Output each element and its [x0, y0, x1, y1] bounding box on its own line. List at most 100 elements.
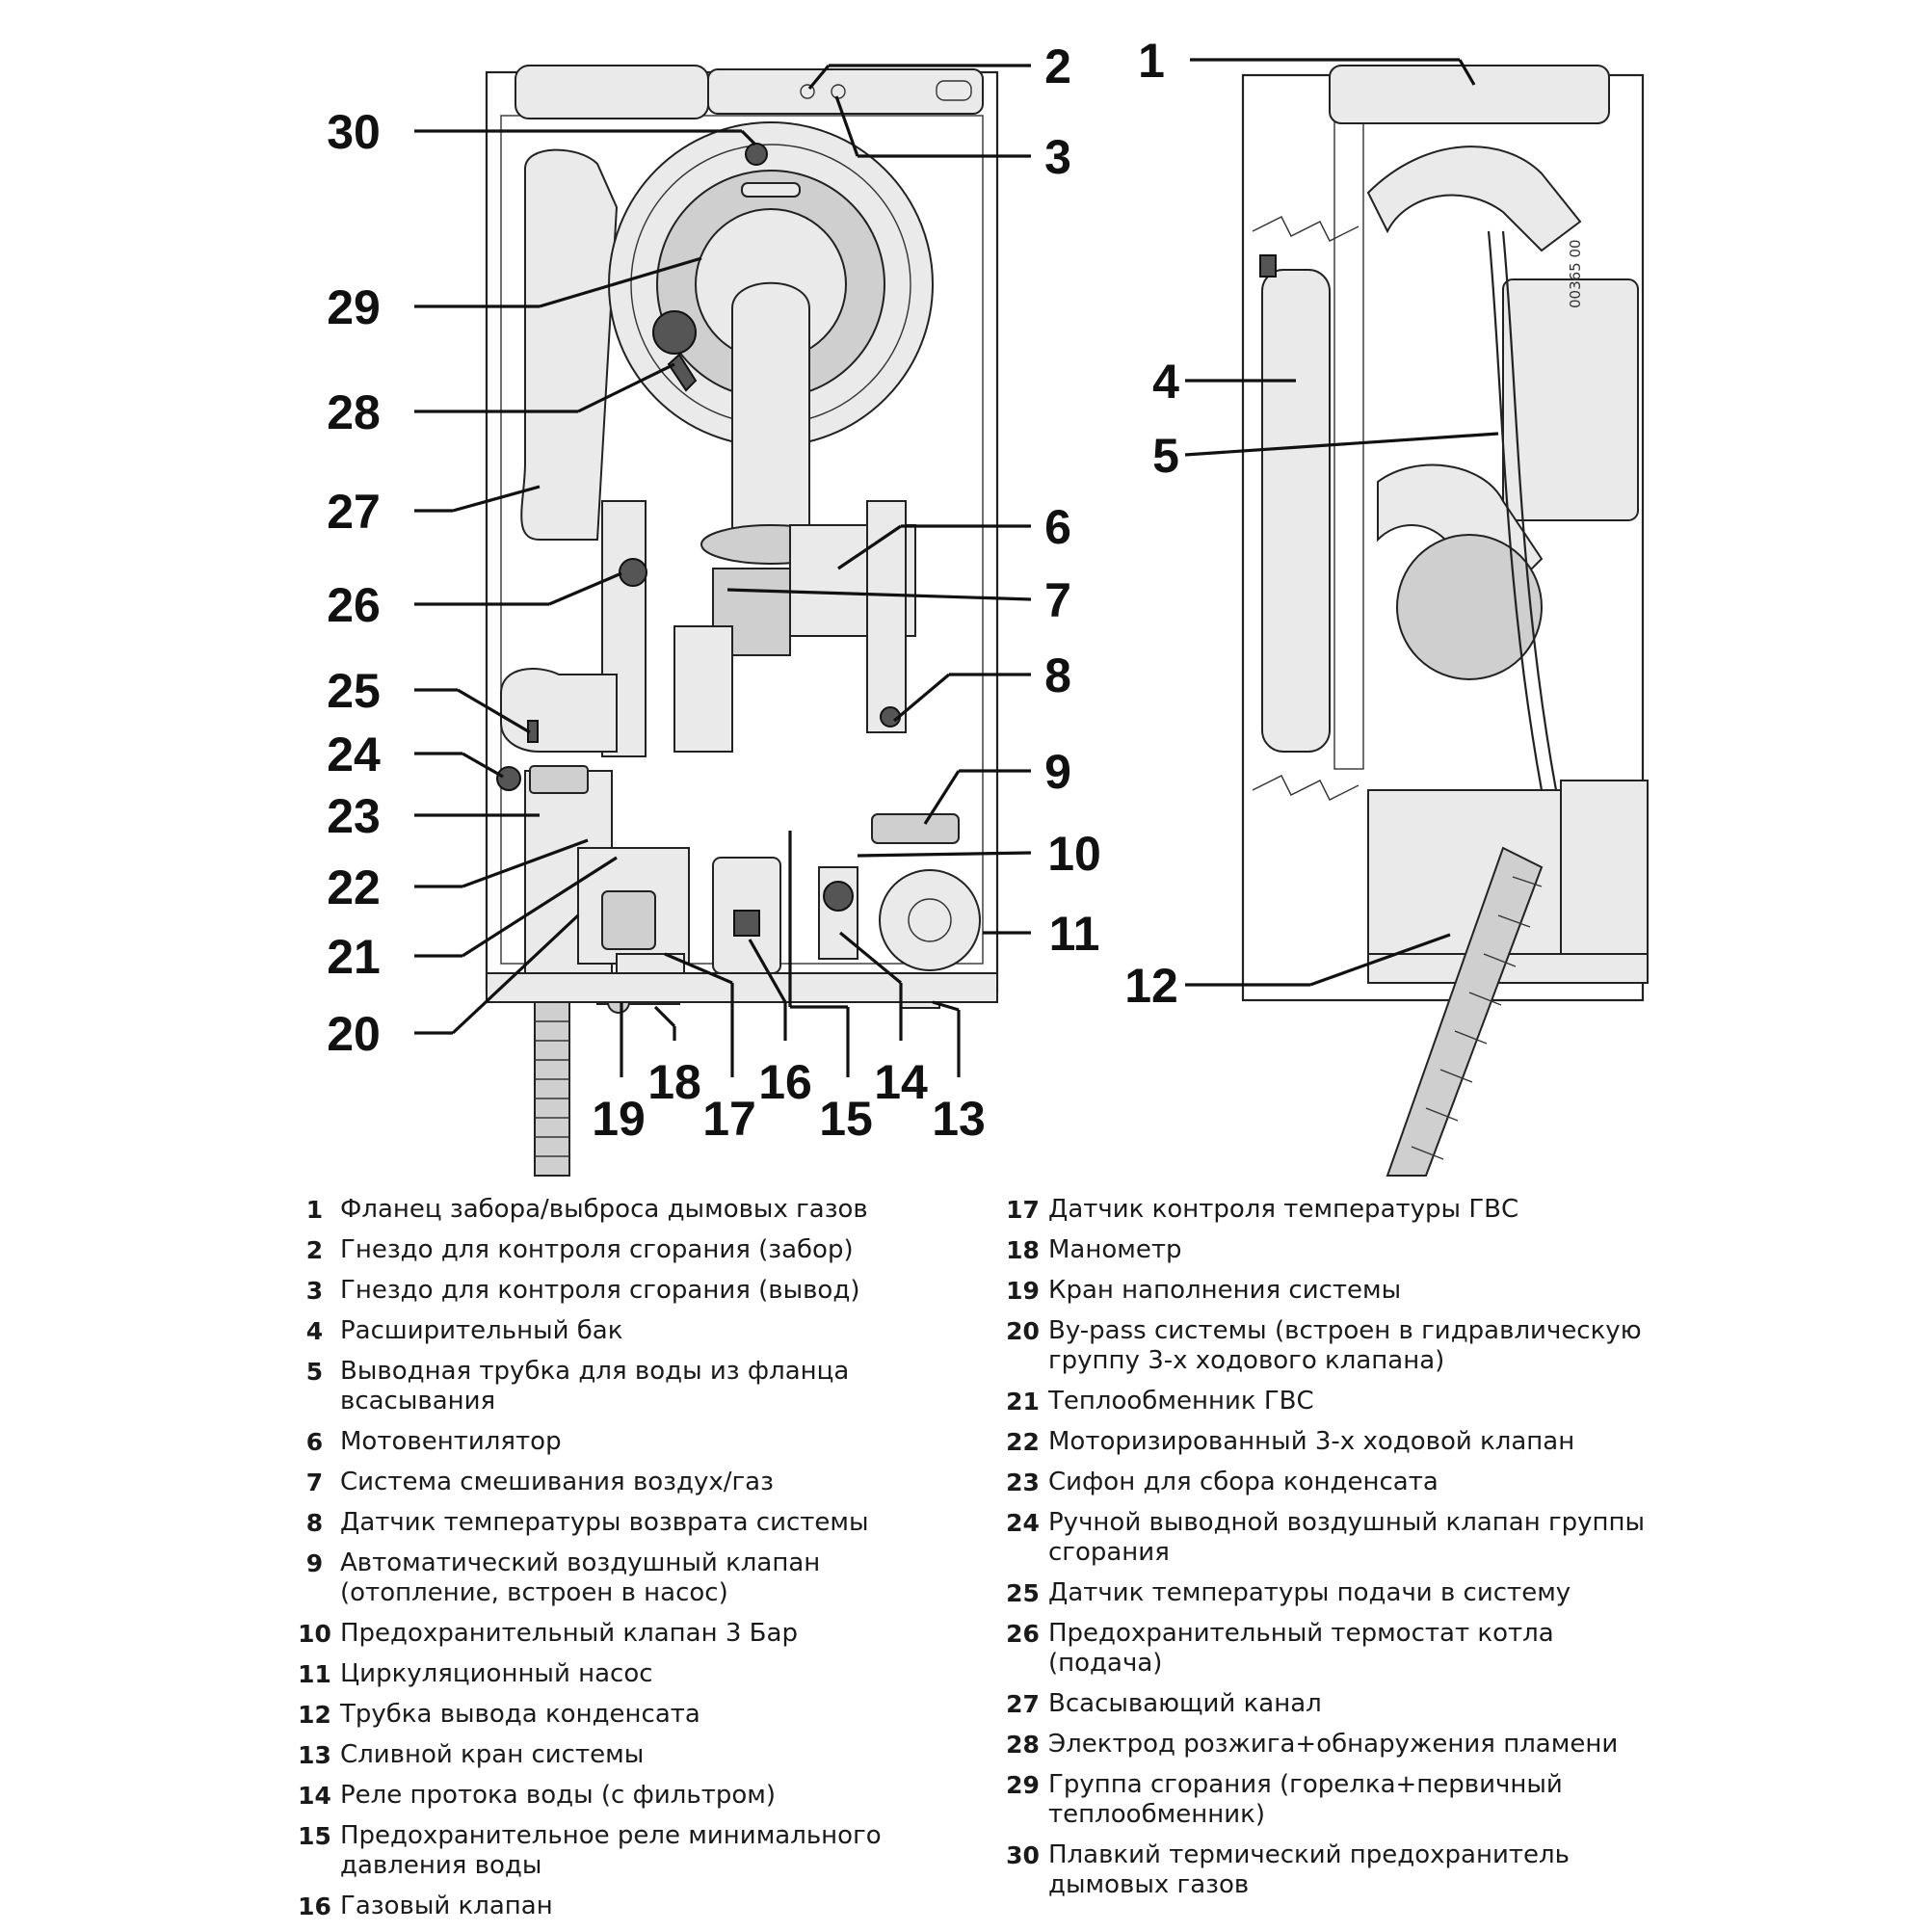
- callout-14: 14: [874, 1055, 928, 1109]
- hose-ribs: [535, 1020, 569, 1157]
- callout-9: 9: [1044, 745, 1071, 799]
- side-pump: [1560, 780, 1649, 974]
- legend-item-text: Предохранительный термостат котла (подач…: [1048, 1619, 1554, 1678]
- legend-item-number: 25: [1006, 1579, 1040, 1607]
- callout-26: 26: [327, 578, 381, 632]
- callout-2: 2: [1044, 40, 1071, 93]
- legend-item-number: 26: [1006, 1620, 1040, 1648]
- legend-item-text: Датчик температуры подачи в систему: [1048, 1578, 1571, 1607]
- callout-numbers: 1 2 3 4 5 6 7 8 9 10 11 12 13 14 15 16 1…: [327, 34, 1179, 1146]
- legend-item-number: 22: [1006, 1428, 1040, 1456]
- callout-12: 12: [1124, 959, 1178, 1013]
- legend-item-number: 3: [305, 1277, 324, 1305]
- front-view: [485, 65, 999, 1177]
- callout-19: 19: [592, 1092, 646, 1146]
- legend-item: 26 Предохранительный термостат котла (под…: [997, 1619, 1672, 1679]
- thermal-fuse: [745, 143, 768, 166]
- legend-item-text: Автоматический воздушный клапан (отоплен…: [340, 1548, 821, 1607]
- legend-item-text: Гнездо для контроля сгорания (вывод): [340, 1276, 860, 1305]
- legend-item-number: 1: [305, 1196, 324, 1224]
- legend-item-text: Предохранительное реле минимального давл…: [340, 1821, 882, 1880]
- callout-15: 15: [819, 1092, 873, 1146]
- legend-item-text: Всасывающий канал: [1048, 1689, 1322, 1718]
- boiler-drawing: 00365 00 1 2 3: [327, 34, 1649, 1177]
- callout-13: 13: [932, 1092, 986, 1146]
- condensate-drain-tube-edge: [1501, 230, 1558, 791]
- legend-item-number: 23: [1006, 1469, 1040, 1496]
- side-combustion-group: [1502, 278, 1639, 521]
- boiler-diagram: 00365 00 1 2 3: [327, 34, 1649, 1177]
- callout-20: 20: [327, 1007, 381, 1061]
- legend-item-text: Манометр: [1048, 1235, 1182, 1264]
- air-vent-manual: [496, 766, 521, 791]
- legend-item-number: 11: [298, 1660, 331, 1688]
- callout-21: 21: [327, 930, 381, 984]
- pump-air-vent: [871, 813, 960, 844]
- side-frame: [1333, 74, 1364, 770]
- bottom-rail: [486, 972, 998, 1003]
- legend-item-number: 20: [1006, 1317, 1040, 1345]
- legend-item-text: Мотовентилятор: [340, 1427, 562, 1456]
- vessel-valve: [1259, 254, 1277, 278]
- side-fan-motor: [1396, 534, 1543, 680]
- legend-item-number: 9: [305, 1549, 324, 1577]
- legend-item-text: Циркуляционный насос: [340, 1659, 653, 1688]
- fuse-bracket: [741, 182, 801, 198]
- legend-item-text: By-pass системы (встроен в гидравлическу…: [1048, 1316, 1642, 1375]
- three-way-valve: [601, 890, 656, 950]
- legend-item: 5 Выводная трубка для воды из фланца всас…: [289, 1357, 964, 1416]
- legend-item-number: 17: [1006, 1196, 1040, 1224]
- electrode-body: [667, 353, 698, 392]
- legend-item-text: Гнездо для контроля сгорания (забор): [340, 1235, 854, 1264]
- legend-item-text: Выводная трубка для воды из фланца всасы…: [340, 1357, 850, 1416]
- side-view: 00365 00: [1241, 65, 1649, 1177]
- legend-item-number: 5: [305, 1358, 324, 1386]
- drawing-code: 00365 00: [1567, 239, 1584, 308]
- legend-item: 20 By-pass системы (встроен в гидравличес…: [997, 1316, 1672, 1376]
- legend-item: 18 Манометр: [997, 1235, 1672, 1265]
- callout-24: 24: [327, 728, 381, 781]
- legend-item-number: 30: [1006, 1841, 1040, 1869]
- callout-7: 7: [1044, 573, 1071, 627]
- legend-item-text: Сливной кран системы: [340, 1740, 645, 1769]
- pump-rotor: [908, 898, 952, 942]
- legend-item: 9 Автоматический воздушный клапан (отопле…: [289, 1548, 964, 1608]
- legend-item-number: 8: [305, 1509, 324, 1537]
- callout-27: 27: [327, 485, 381, 539]
- legend-item: 11 Циркуляционный насос: [289, 1659, 964, 1689]
- ignition-electrode: [652, 310, 697, 355]
- callout-11: 11: [1049, 907, 1100, 961]
- legend-item-text: Теплообменник ГВС: [1048, 1387, 1314, 1416]
- legend-item-number: 13: [298, 1741, 331, 1769]
- leader-lines: [414, 58, 1499, 1077]
- legend-item-text: Моторизированный 3-х ходовой клапан: [1048, 1427, 1575, 1456]
- legend-item-text: Кран наполнения системы: [1048, 1276, 1402, 1305]
- side-hose-ribs: [1411, 876, 1543, 1160]
- break-line-top: [1252, 216, 1359, 242]
- front-condensate-hose: [534, 1001, 570, 1177]
- side-upper-duct: [1366, 146, 1582, 252]
- legend-item-number: 18: [1006, 1236, 1040, 1264]
- callout-6: 6: [1044, 500, 1071, 554]
- side-condensate-hose: [1386, 846, 1544, 1177]
- fan-duct: [731, 281, 810, 550]
- siphon-cap: [529, 765, 589, 794]
- legend-item-number: 6: [305, 1428, 324, 1456]
- callout-5: 5: [1152, 429, 1179, 483]
- legend-item: 25 Датчик температуры подачи в систему: [997, 1578, 1672, 1608]
- callout-1: 1: [1138, 34, 1165, 88]
- callout-25: 25: [327, 664, 381, 718]
- legend-item-number: 16: [298, 1892, 331, 1920]
